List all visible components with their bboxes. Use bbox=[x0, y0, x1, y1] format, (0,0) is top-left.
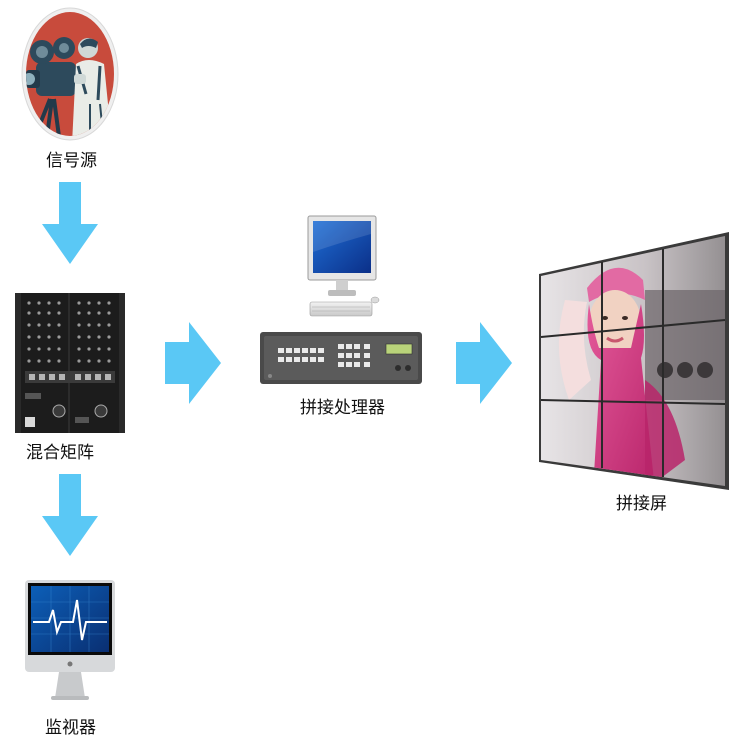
node-monitor bbox=[25, 580, 115, 710]
node-processor bbox=[258, 212, 424, 392]
arrow-right-icon bbox=[165, 322, 221, 404]
video-camera-operator-icon bbox=[21, 7, 119, 141]
matrix-switcher-icon bbox=[15, 293, 125, 433]
node-source bbox=[20, 4, 120, 144]
video-wall-label: 拼接屏 bbox=[616, 494, 667, 514]
arrow-right-icon bbox=[456, 322, 512, 404]
arrow-down-icon bbox=[42, 182, 98, 264]
video-wall-icon bbox=[539, 232, 729, 490]
monitor-label: 监视器 bbox=[45, 718, 96, 738]
source-label: 信号源 bbox=[46, 151, 97, 171]
processor-label: 拼接处理器 bbox=[300, 398, 385, 418]
splice-processor-icon bbox=[260, 215, 422, 384]
matrix-label: 混合矩阵 bbox=[26, 443, 94, 463]
arrow-down-icon bbox=[42, 474, 98, 556]
imac-monitor-icon bbox=[25, 580, 115, 700]
node-video-wall bbox=[535, 230, 735, 490]
node-matrix bbox=[15, 293, 125, 433]
